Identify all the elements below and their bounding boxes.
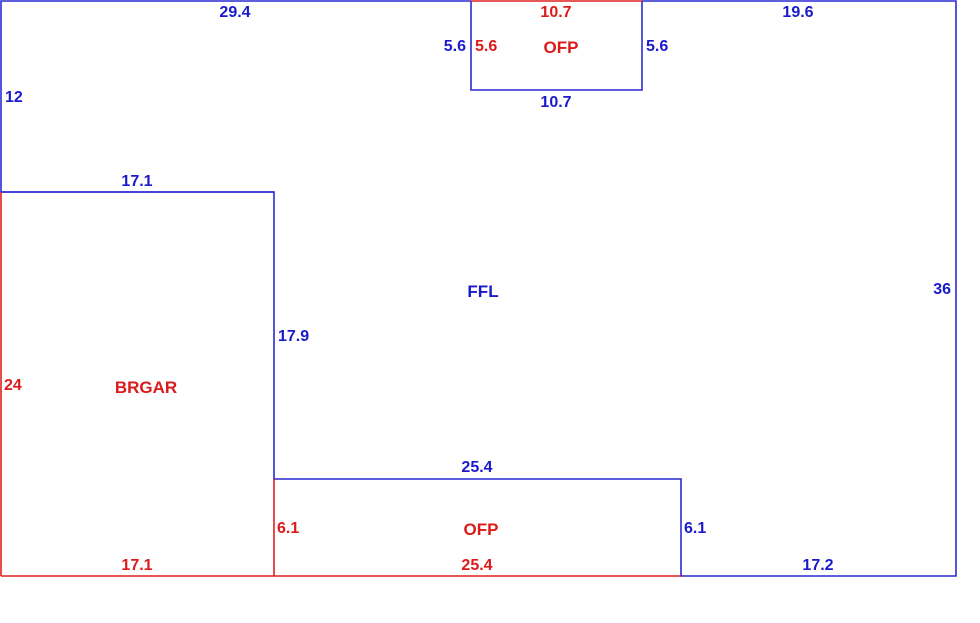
dimension-label: 19.6 — [782, 4, 813, 21]
dimension-label: 17.2 — [802, 557, 833, 574]
dimension-label: 25.4 — [461, 557, 492, 574]
dimension-label: 10.7 — [540, 94, 571, 111]
dimension-label: 17.1 — [121, 173, 152, 190]
dimension-label: 6.1 — [684, 520, 706, 537]
dimension-label: 12 — [5, 89, 23, 106]
dimension-label: 6.1 — [277, 520, 299, 537]
dimension-label: 17.9 — [278, 328, 309, 345]
dimension-label: 36 — [933, 281, 951, 298]
dimension-label: 29.4 — [219, 4, 250, 21]
top-porch-area-label: OFP — [544, 38, 579, 57]
dimension-label: 25.4 — [461, 459, 492, 476]
dimension-label: 10.7 — [540, 4, 571, 21]
main-area-label: FFL — [467, 282, 498, 301]
garage-area-label: BRGAR — [115, 378, 177, 397]
dimension-label: 5.6 — [646, 38, 668, 55]
top-porch-sides — [470, 1, 643, 91]
dimension-label: 24 — [4, 377, 22, 394]
dimension-label: 17.1 — [121, 557, 152, 574]
main-area-outline — [0, 0, 957, 577]
dimension-label: 5.6 — [444, 38, 466, 55]
bottom-porch-area-label: OFP — [464, 520, 499, 539]
dimension-label: 5.6 — [475, 38, 497, 55]
